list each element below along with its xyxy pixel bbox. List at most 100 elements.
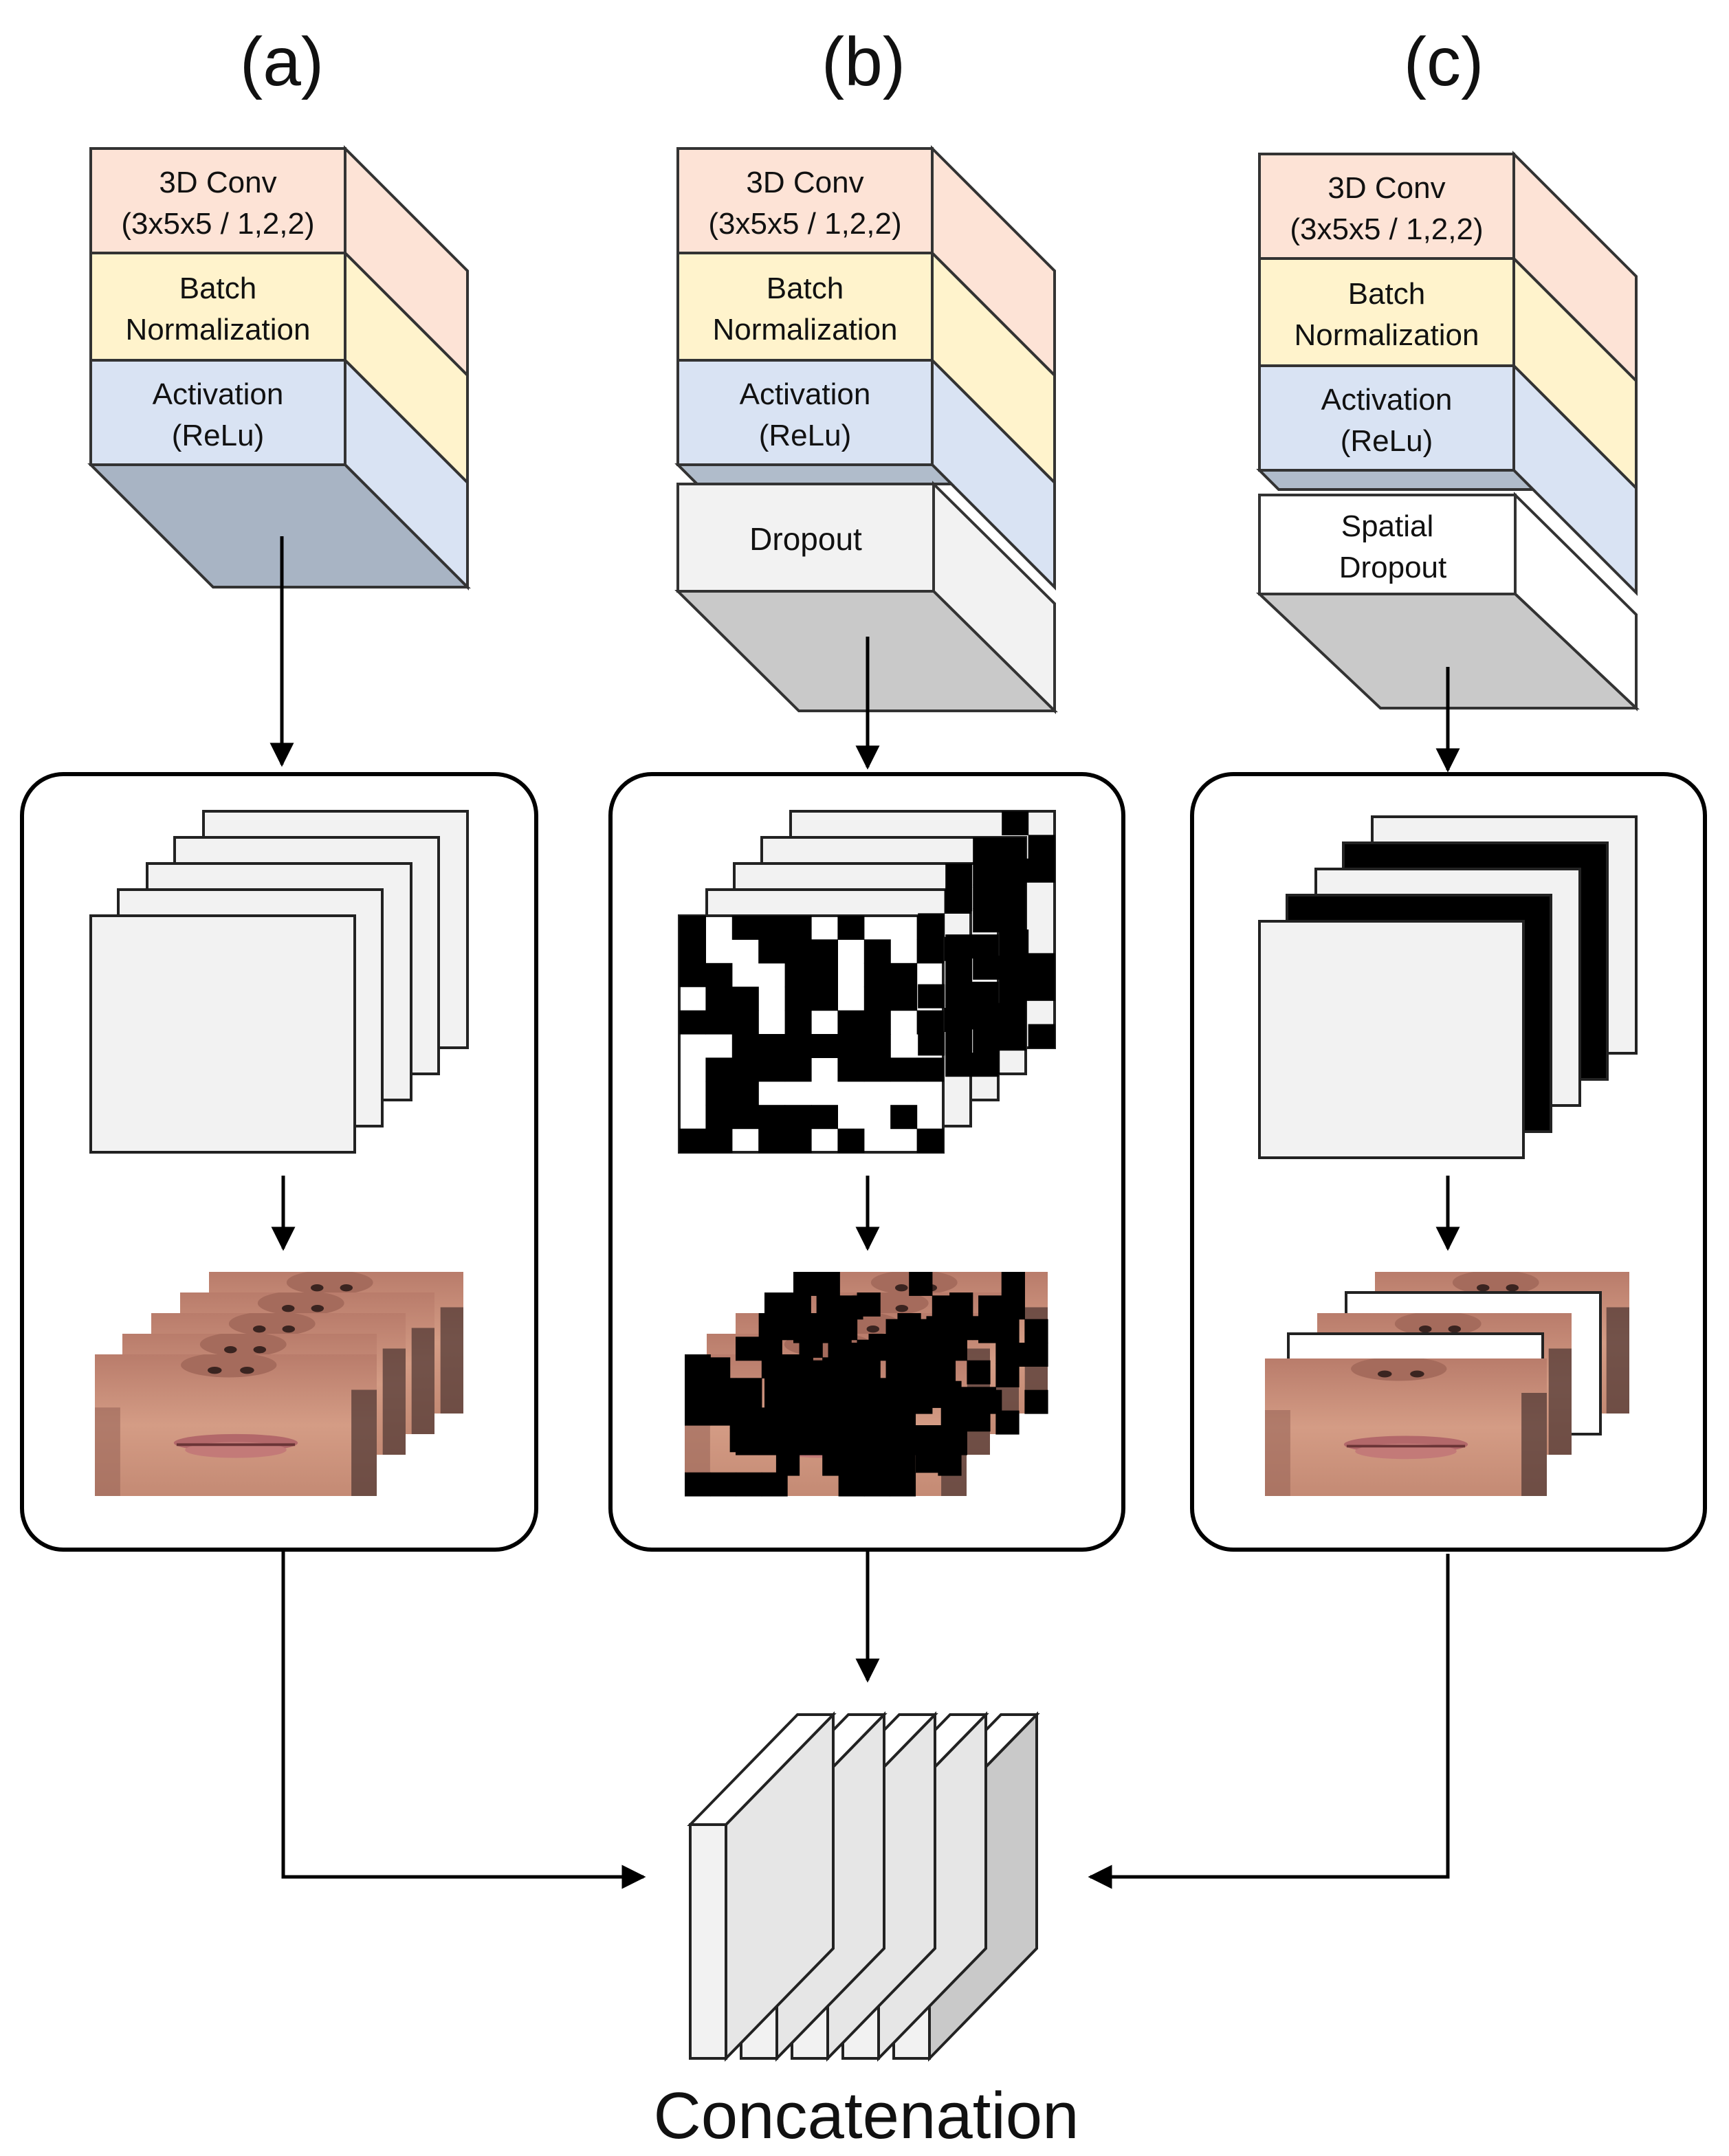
- pixel-mask-cell: [838, 1354, 865, 1378]
- pixel-mask-cell: [838, 1449, 865, 1473]
- pixel-mask-cell: [897, 1313, 921, 1337]
- dropout-mask-cell: [758, 939, 786, 964]
- dropout-mask-cell: [1028, 858, 1055, 883]
- panel-a-label: (a): [240, 23, 324, 100]
- dropout-mask-cell: [811, 987, 838, 1011]
- pixel-mask-cell: [995, 1410, 1020, 1435]
- dropout-mask-cell: [973, 908, 1000, 933]
- pixel-mask-cell: [838, 1401, 865, 1426]
- dropout-mask-cell: [863, 1057, 891, 1082]
- dropout-mask-cell: [944, 1008, 971, 1032]
- dropout-mask-cell: [999, 884, 1026, 909]
- dropout-mask-cell: [784, 916, 812, 940]
- feature-map-1: [89, 914, 356, 1154]
- pixel-mask-cell: [863, 1449, 890, 1473]
- dropout-mask-cell: [944, 936, 971, 961]
- pixel-mask-cell: [915, 1354, 942, 1378]
- pixel-mask-cell: [775, 1405, 800, 1429]
- pixel-mask-cell: [943, 1336, 967, 1361]
- dropout-mask-cell: [918, 913, 945, 938]
- dropout-mask-cell: [890, 962, 918, 987]
- dropout-mask-cell: [731, 916, 759, 940]
- dropout-mask-cell: [999, 979, 1026, 1004]
- dropout-mask-cell: [679, 916, 706, 940]
- batchnorm-label-1: Batch: [179, 272, 257, 305]
- pixel-mask-cell: [868, 1334, 892, 1358]
- panel-c-feature-maps: [1258, 815, 1638, 1159]
- dropout-mask-cell: [758, 1057, 786, 1082]
- dropout-mask-cell: [918, 1031, 945, 1056]
- concat-slice: [687, 1711, 837, 2062]
- dropout-mask-cell: [863, 939, 891, 964]
- conv-layer: [89, 147, 346, 254]
- panel-c-layer-block: 3D Conv (3x5x5 / 1,2,2) Batch Normalizat…: [1255, 151, 1640, 712]
- batchnorm-layer: [89, 252, 346, 362]
- dropout-mask-cell: [705, 1128, 733, 1153]
- panel-b-frame: [608, 772, 1125, 1552]
- dropout-mask-cell: [973, 837, 1000, 861]
- panel-c-frame-stack: [1265, 1270, 1629, 1496]
- dropout-mask-cell: [784, 1034, 812, 1058]
- dropout-mask-cell: [731, 987, 759, 1011]
- panel-c-frame: [1190, 772, 1707, 1552]
- dropout-layer: [676, 483, 935, 593]
- dropout-mask-cell: [916, 1128, 944, 1153]
- block-act-bottom: [1256, 469, 1537, 491]
- conv-layer-label: 3D Conv: [746, 166, 863, 199]
- conv-layer: [676, 147, 934, 254]
- panel-a-frame-stack: [95, 1270, 463, 1496]
- face-frame-1: [95, 1352, 377, 1496]
- pixel-mask-cell: [793, 1272, 817, 1296]
- dropout-mask-cell: [837, 916, 865, 940]
- batchnorm-label-1: Batch: [767, 272, 844, 305]
- pixel-mask-cell: [685, 1472, 711, 1497]
- pixel-mask-cell: [799, 1380, 823, 1405]
- pixel-mask-cell: [787, 1354, 813, 1378]
- pixel-mask-cell: [828, 1313, 852, 1337]
- dropout-mask-cell: [758, 1034, 786, 1058]
- pixel-dropout-mask: [685, 1272, 1048, 1497]
- pixel-mask-cell: [914, 1334, 938, 1358]
- dropout-mask-cell: [973, 884, 1000, 909]
- dropout-mask-cell: [973, 1026, 1000, 1051]
- pixel-mask-cell: [978, 1295, 1002, 1320]
- dropout-mask-cell: [863, 987, 891, 1011]
- dropout-mask-cell: [999, 1002, 1026, 1027]
- dropout-mask-cell: [863, 1034, 891, 1058]
- dropout-mask-cell: [837, 1010, 865, 1035]
- pixel-mask-cell: [685, 1401, 711, 1426]
- activation-layer: [676, 359, 934, 466]
- dropout-mask-cell: [916, 939, 944, 964]
- dropout-mask-cell: [784, 1128, 812, 1153]
- pixel-mask-cell: [890, 1401, 916, 1426]
- pixel-mask-cell: [915, 1449, 942, 1473]
- panel-c-label: (c): [1404, 23, 1484, 100]
- dropout-mask-cell: [731, 1057, 759, 1082]
- pixel-mask-cell: [868, 1428, 892, 1453]
- dropout-mask-cell: [973, 861, 1000, 886]
- pixel-mask-cell: [787, 1292, 811, 1317]
- dropout-mask-cell: [784, 1010, 812, 1035]
- dropout-mask-cell: [679, 1010, 706, 1035]
- dropout-mask-cell: [731, 1010, 759, 1035]
- pixel-mask-cell: [761, 1472, 788, 1497]
- feature-map-1: [1258, 920, 1525, 1159]
- pixel-mask-cell: [710, 1472, 737, 1497]
- dropout-mask-cell: [973, 956, 1000, 980]
- pixel-mask-cell: [775, 1380, 800, 1405]
- dropout-mask-cell: [918, 984, 945, 1009]
- pixel-mask-cell: [890, 1472, 916, 1497]
- dropout-mask-cell: [945, 958, 973, 982]
- concatenation-block: [687, 1711, 1040, 2062]
- conv-layer: [1258, 153, 1515, 260]
- pixel-mask-cell: [892, 1451, 916, 1476]
- pixel-mask-cell: [890, 1378, 916, 1402]
- panel-a-connector: [281, 1551, 646, 1889]
- dropout-mask-cell: [945, 864, 973, 888]
- batchnorm-layer: [1258, 257, 1515, 367]
- pixel-mask-cell: [758, 1313, 782, 1337]
- pixel-mask-cell: [753, 1428, 777, 1453]
- panel-a-layer-block: 3D Conv (3x5x5 / 1,2,2) Batch Normalizat…: [87, 145, 471, 591]
- pixel-mask-cell: [890, 1425, 916, 1449]
